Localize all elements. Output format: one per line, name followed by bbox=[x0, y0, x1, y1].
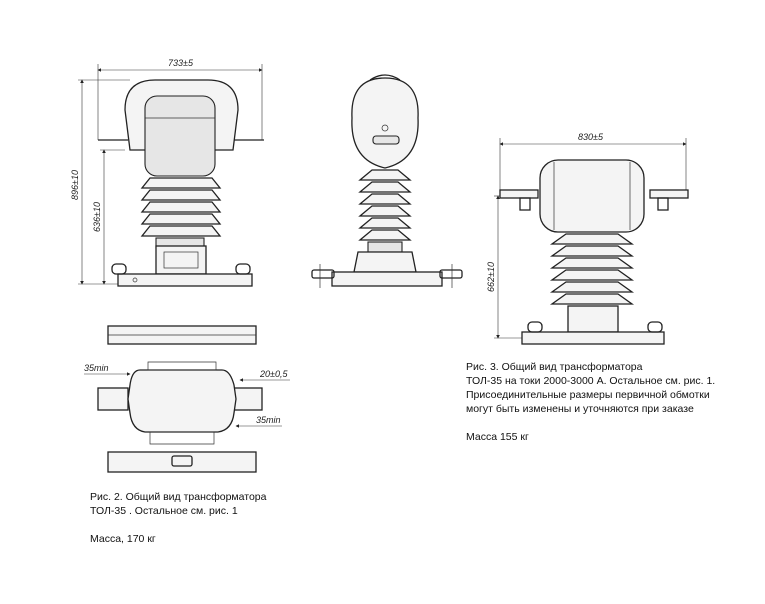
dim-text-35min-left: 35min bbox=[84, 363, 109, 373]
fig3-caption: Рис. 3. Общий вид трансформатора ТОЛ-35 … bbox=[466, 360, 715, 444]
winding-body bbox=[144, 95, 216, 177]
right-terminal bbox=[649, 189, 689, 199]
fig2-caption-line2: ТОЛ-35 . Остальное см. рис. 1 bbox=[90, 505, 238, 517]
side-base bbox=[331, 271, 443, 287]
dim-text-733: 733±5 bbox=[168, 58, 194, 68]
fig1-side-view bbox=[311, 74, 463, 288]
dim-text-662: 662±10 bbox=[486, 262, 496, 292]
fig2-mass: Масса, 170 кг bbox=[90, 533, 156, 545]
dim-text-830: 830±5 bbox=[578, 132, 604, 142]
side-head bbox=[351, 77, 419, 169]
fig3-insulator-sheds bbox=[549, 233, 635, 305]
terminal-box bbox=[155, 245, 207, 275]
coil-outline bbox=[127, 369, 237, 433]
insulator-sheds bbox=[140, 177, 222, 249]
bottom-mounting-bar bbox=[107, 451, 257, 473]
fig2-caption: Рис. 2. Общий вид трансформатора ТОЛ-35 … bbox=[90, 490, 266, 546]
fig3-caption-line4: могут быть изменены и уточняются при зак… bbox=[466, 403, 694, 415]
dim-text-20: 20±0,5 bbox=[259, 369, 288, 379]
fig3-head bbox=[539, 159, 645, 233]
fig1-front-view: 733±5 896±10 636±10 bbox=[70, 58, 264, 287]
dim-text-35min-right: 35min bbox=[256, 415, 281, 425]
dim-text-896: 896±10 bbox=[70, 170, 80, 200]
fig3-base bbox=[521, 331, 665, 345]
left-terminal bbox=[499, 189, 539, 199]
side-insulator-sheds bbox=[358, 169, 412, 253]
fig2-plan-view: 35min 20±0,5 35min bbox=[84, 325, 290, 473]
dim-text-636: 636±10 bbox=[92, 202, 102, 232]
fig3-terminal-box bbox=[567, 305, 619, 333]
fig3-view: 830±5 662±10 bbox=[486, 132, 689, 345]
nameplate bbox=[372, 135, 400, 145]
fig3-caption-line1: Рис. 3. Общий вид трансформатора bbox=[466, 361, 643, 373]
fig3-caption-line3: Присоединительные размеры первичной обмо… bbox=[466, 389, 710, 401]
fig3-caption-line2: ТОЛ-35 на токи 2000-3000 А. Остальное см… bbox=[466, 375, 716, 387]
base-plate bbox=[117, 273, 253, 287]
fig2-caption-line1: Рис. 2. Общий вид трансформатора bbox=[90, 491, 267, 503]
fig3-mass: Масса 155 кг bbox=[466, 431, 529, 443]
